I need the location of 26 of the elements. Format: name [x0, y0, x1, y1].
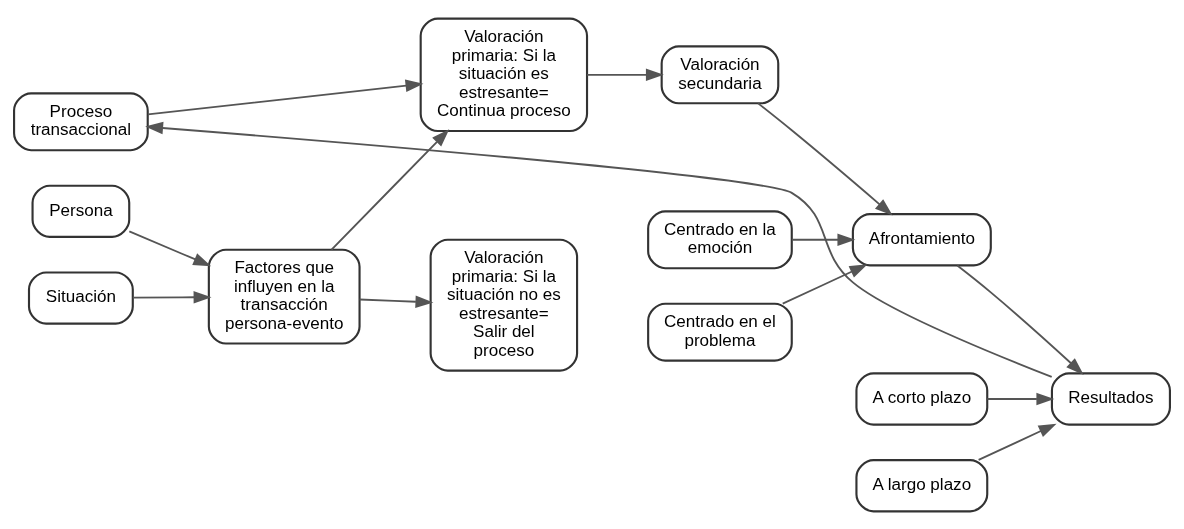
arrow — [131, 290, 212, 304]
node-box: Proceso transaccional — [13, 91, 149, 151]
node-box: Afrontamiento — [851, 212, 992, 266]
arrow — [791, 233, 856, 246]
node-box: Valoración secundaria — [660, 44, 780, 104]
node-box: Valoración primaria: Si la situación es estresante= Continua proceso — [419, 17, 589, 132]
node-box: Centrado en el problema — [647, 302, 793, 362]
arrow — [358, 294, 434, 308]
node-box: Factores que influyen en la transacción persona-evento — [207, 248, 361, 345]
node-box: A corto plazo — [855, 371, 989, 426]
node-box: Situación — [27, 270, 134, 325]
node-box: Resultados — [1050, 371, 1171, 426]
arrow — [757, 101, 893, 216]
arrow — [330, 128, 450, 251]
arrow — [781, 263, 868, 305]
arrow — [586, 68, 664, 81]
arrow — [145, 121, 1053, 378]
arrow — [977, 423, 1057, 461]
arrow — [956, 264, 1084, 375]
node-box: Valoración primaria: Si la situación no es estresante= Salir del proceso — [429, 238, 579, 372]
arrow — [986, 392, 1055, 405]
arrow — [147, 78, 424, 115]
arrow — [128, 229, 212, 266]
node-box: A largo plazo — [855, 458, 989, 512]
node-box: Centrado en la emoción — [647, 209, 793, 269]
node-box: Persona — [31, 184, 131, 238]
